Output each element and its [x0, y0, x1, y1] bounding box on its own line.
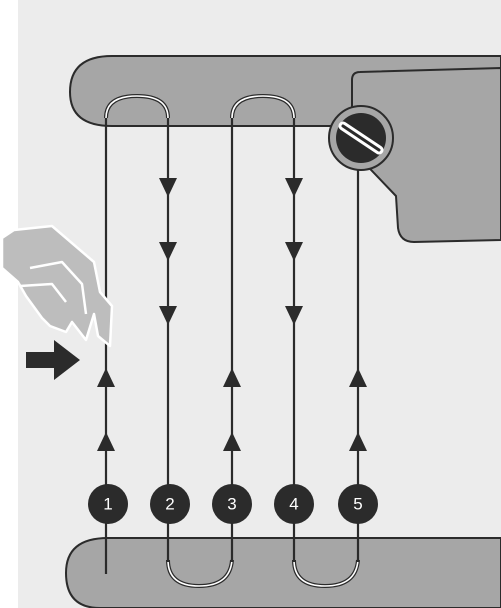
step-number-2: 2: [165, 495, 174, 514]
step-number-5: 5: [353, 495, 362, 514]
step-badge-1: 1: [88, 484, 128, 524]
arrow-right-icon: [26, 340, 80, 380]
step-badge-2: 2: [150, 484, 190, 524]
arrow-down-icon: [159, 306, 177, 325]
arrow-up-icon: [223, 432, 241, 451]
step-number-3: 3: [227, 495, 236, 514]
direction-arrows: [97, 178, 367, 451]
step-badge-4: 4: [274, 484, 314, 524]
arrow-down-icon: [285, 178, 303, 197]
arrow-up-icon: [97, 368, 115, 387]
tension-housing: [351, 67, 501, 243]
top-thread-loops: [104, 93, 296, 119]
arrow-down-icon: [159, 242, 177, 261]
arrow-up-icon: [349, 368, 367, 387]
arrow-up-icon: [349, 432, 367, 451]
step-badges: 1 2 3 4 5: [88, 484, 378, 524]
arrow-down-icon: [159, 178, 177, 197]
step-number-1: 1: [103, 495, 112, 514]
step-badge-5: 5: [338, 484, 378, 524]
arrow-up-icon: [223, 368, 241, 387]
hand-pushing-icon: [0, 224, 114, 348]
step-badge-3: 3: [212, 484, 252, 524]
arrow-down-icon: [285, 242, 303, 261]
bottom-thread-loops: [166, 559, 360, 589]
step-number-4: 4: [289, 495, 298, 514]
arrow-down-icon: [285, 306, 303, 325]
tension-knob-icon: [328, 105, 394, 171]
arrow-up-icon: [97, 432, 115, 451]
bottom-guide-bar: [64, 537, 501, 608]
